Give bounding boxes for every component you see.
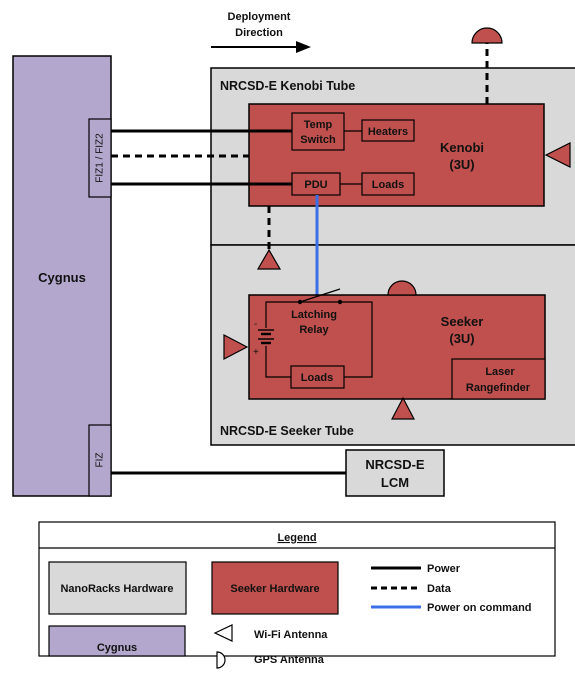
lcm-block xyxy=(345,449,445,497)
relay-contact-left xyxy=(297,299,303,305)
seeker-label-2: (3U) xyxy=(449,331,474,346)
lcm-label-2: LCM xyxy=(381,475,409,490)
legend-nanoracks-label: NanoRacks Hardware xyxy=(60,583,173,595)
kenobi-gps-antenna-icon xyxy=(471,27,503,44)
seeker-bottom-wifi-antenna-icon xyxy=(391,396,415,420)
seeker-left-wifi-antenna-icon xyxy=(223,334,249,360)
cygnus-label: Cygnus xyxy=(38,270,86,285)
seeker-circuit-right xyxy=(265,301,373,378)
legend-wifi-label: Wi-Fi Antenna xyxy=(254,629,328,641)
seeker-tube-label: NRCSD-E Seeker Tube xyxy=(220,424,354,438)
seeker-gps-antenna-icon xyxy=(387,280,417,296)
deployment-label-1: Deployment xyxy=(228,11,291,23)
relay-label-2: Relay xyxy=(299,324,329,336)
fiz-label: FIZ xyxy=(95,453,106,468)
seeker-loads-label: Loads xyxy=(301,372,333,384)
legend-seeker-swatch xyxy=(211,561,339,615)
temp-switch-box xyxy=(291,112,345,151)
kenobi-wifi-antenna-icon xyxy=(544,142,571,168)
legend-data-label: Data xyxy=(427,583,452,595)
legend-cygnus-swatch xyxy=(48,625,186,657)
battery-plus: + xyxy=(253,347,259,358)
legend-wifi-antenna-icon xyxy=(213,624,233,642)
deployment-arrow-head xyxy=(296,41,311,53)
laser-rangefinder-box xyxy=(451,358,546,400)
deployment-label-2: Direction xyxy=(235,27,283,39)
relay-label-1: Latching xyxy=(291,309,337,321)
legend-cygnus-label: Cygnus xyxy=(97,642,137,654)
seeker-loads-box xyxy=(290,365,345,389)
legend-gps-label: GPS Antenna xyxy=(254,654,325,666)
latching-relay-switch xyxy=(299,288,341,303)
fiz-port xyxy=(88,424,112,497)
heaters-label: Heaters xyxy=(368,126,408,138)
kenobi-label-1: Kenobi xyxy=(440,140,484,155)
fiz1-fiz2-port xyxy=(88,118,112,198)
laser-label-1: Laser xyxy=(485,366,515,378)
legend-seeker-label: Seeker Hardware xyxy=(230,583,319,595)
kenobi-lower-wifi-antenna-icon xyxy=(256,248,282,270)
legend-power-on-command-label: Power on command xyxy=(427,602,532,614)
lcm-label-1: NRCSD-E xyxy=(365,457,425,472)
temp-switch-label-2: Switch xyxy=(300,134,336,146)
kenobi-tube-label: NRCSD-E Kenobi Tube xyxy=(220,79,355,93)
fiz1-fiz2-label: FIZ1 / FIZ2 xyxy=(95,133,106,183)
pdu-label: PDU xyxy=(304,179,327,191)
legend-nanoracks-swatch xyxy=(48,561,187,615)
kenobi-loads-label: Loads xyxy=(372,179,404,191)
relay-contact-right xyxy=(337,299,343,305)
seeker-label-1: Seeker xyxy=(441,314,484,329)
legend-title: Legend xyxy=(277,532,316,544)
legend-power-label: Power xyxy=(427,563,461,575)
battery-minus: - xyxy=(254,319,257,330)
legend-gps-antenna-icon xyxy=(216,651,226,669)
laser-label-2: Rangefinder xyxy=(466,382,531,394)
kenobi-label-2: (3U) xyxy=(449,157,474,172)
seeker-circuit-left xyxy=(265,346,291,378)
temp-switch-label-1: Temp xyxy=(304,119,333,131)
